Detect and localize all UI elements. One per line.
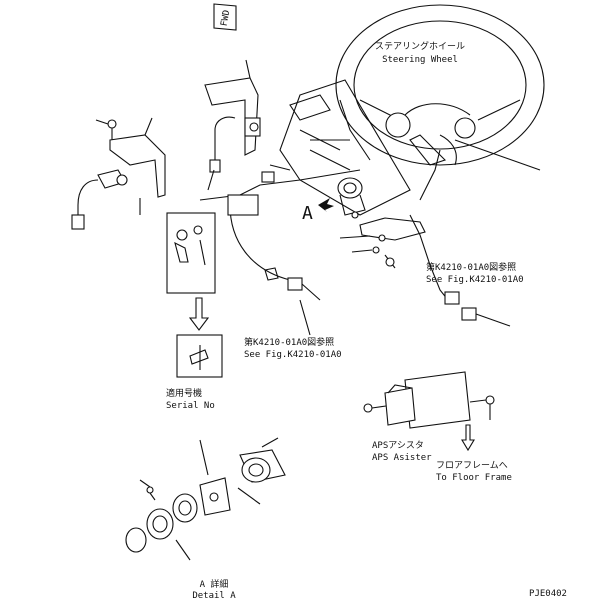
down-arrow [188, 297, 210, 331]
right-harness [339, 149, 511, 327]
wire-harness [199, 169, 361, 301]
view-a-arrow: A [302, 198, 334, 224]
fwd-indicator: FWD [213, 3, 237, 31]
steering-wheel-label-en: Steering Wheel [382, 55, 458, 65]
see-fig-right-en: See Fig.K4210-01A0 [426, 275, 524, 285]
detail-a-label-en: Detail A [192, 591, 236, 600]
floor-label-jp: フロアフレームへ [436, 460, 508, 471]
see-fig-center-en: See Fig.K4210-01A0 [244, 350, 342, 360]
steering-wheel [335, 4, 545, 171]
floor-label-en: To Floor Frame [436, 473, 512, 483]
detail-a-assembly [125, 437, 286, 561]
aps-assister [363, 371, 495, 452]
view-a-label: A [302, 203, 313, 224]
upper-bracket [204, 59, 261, 173]
fwd-label: FWD [220, 9, 233, 27]
see-fig-right-jp: 第K4210-01A0図参照 [426, 261, 516, 273]
drawing-number: PJE0402 [529, 589, 567, 599]
serial-detail-box [176, 334, 223, 378]
aps-label-en: APS Asister [372, 453, 432, 463]
steering-column [269, 79, 411, 216]
key-switch [337, 177, 366, 219]
steering-wheel-label-jp: ステアリングホイール [375, 40, 465, 52]
see-fig-center-jp: 第K4210-01A0図参照 [244, 336, 334, 348]
left-bracket [71, 117, 166, 230]
aps-label-jp: APSアシスタ [372, 440, 424, 451]
detail-a-label-jp: A 詳細 [200, 578, 229, 590]
serial-label-en: Serial No [166, 401, 215, 411]
serial-label-jp: 適用号機 [166, 387, 202, 399]
inset-detail-box [166, 212, 216, 294]
